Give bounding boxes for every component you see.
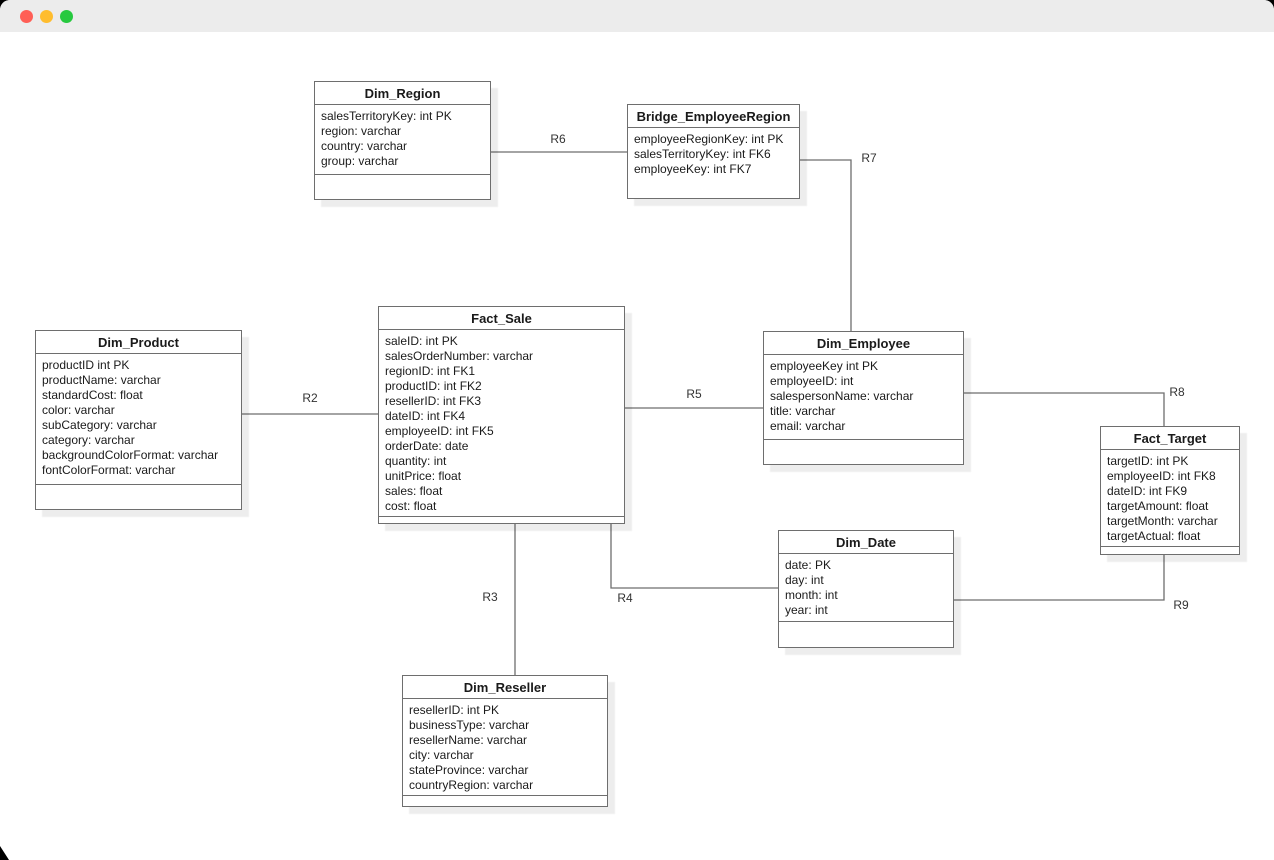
entity-fields: salesTerritoryKey: int PK region: varcha… [315,105,490,174]
field-row: productID: int FK2 [385,379,482,393]
entity-title[interactable]: Dim_Employee [764,332,963,355]
field-row: businessType: varchar [409,718,530,732]
field-row: employeeKey int PK [770,359,879,373]
field-row: employeeID: int FK5 [385,424,494,438]
field-row: date: PK [785,558,832,572]
field-row: resellerName: varchar [409,733,528,747]
entity-fields: productID int PK productName: varchar st… [36,354,241,484]
field-row: resellerID: int FK3 [385,394,482,408]
mouse-cursor-icon [0,846,9,860]
field-row: city: varchar [409,748,474,762]
relationship-label-r5[interactable]: R5 [686,387,702,401]
entity-title[interactable]: Fact_Target [1101,427,1239,450]
field-row: subCategory: varchar [42,418,157,432]
connector-r9[interactable] [954,555,1165,601]
entity-title[interactable]: Dim_Region [315,82,490,105]
field-row: countryRegion: varchar [409,778,534,792]
entity-footer [403,795,607,806]
entity-bridge-employee-region[interactable]: Bridge_EmployeeRegion employeeRegionKey:… [627,104,800,199]
field-row: unitPrice: float [385,469,462,483]
relationship-label-r2[interactable]: R2 [302,391,318,405]
field-row: salespersonName: varchar [770,389,914,403]
relationship-label-r6[interactable]: R6 [550,132,566,146]
field-row: employeeID: int FK8 [1107,469,1216,483]
entity-dim-region[interactable]: Dim_Region salesTerritoryKey: int PK reg… [314,81,491,200]
field-row: employeeKey: int FK7 [634,162,752,176]
relationship-label-r3[interactable]: R3 [482,590,498,604]
connector-r8[interactable] [964,392,1165,426]
entity-footer [379,516,624,523]
field-row: regionID: int FK1 [385,364,476,378]
entity-dim-employee[interactable]: Dim_Employee employeeKey int PK employee… [763,331,964,465]
field-row: productID int PK [42,358,130,372]
field-row: salesTerritoryKey: int PK [321,109,452,123]
field-row: employeeID: int [770,374,854,388]
field-row: salesOrderNumber: varchar [385,349,534,363]
field-row: targetActual: float [1107,529,1201,543]
entity-dim-reseller[interactable]: Dim_Reseller resellerID: int PK business… [402,675,608,807]
entity-footer [779,621,953,647]
field-row: email: varchar [770,419,846,433]
relationship-label-r8[interactable]: R8 [1169,385,1185,399]
field-row: year: int [785,603,828,617]
field-row: quantity: int [385,454,447,468]
entity-footer [764,439,963,464]
entity-fields: targetID: int PK employeeID: int FK8 dat… [1101,450,1239,546]
relationship-label-r7[interactable]: R7 [861,151,877,165]
field-row: region: varchar [321,124,402,138]
field-row: dateID: int FK9 [1107,484,1188,498]
entity-fact-target[interactable]: Fact_Target targetID: int PK employeeID:… [1100,426,1240,555]
field-row: targetAmount: float [1107,499,1209,513]
field-row: cost: float [385,499,437,513]
window-titlebar [0,0,1274,32]
connector-r4[interactable] [610,524,778,589]
field-row: month: int [785,588,838,602]
field-row: title: varchar [770,404,836,418]
entity-footer [1101,546,1239,554]
field-row: country: varchar [321,139,408,153]
close-button[interactable] [20,9,33,23]
field-row: salesTerritoryKey: int FK6 [634,147,771,161]
entity-fields: saleID: int PK salesOrderNumber: varchar… [379,330,624,516]
field-row: fontColorFormat: varchar [42,463,176,477]
entity-title[interactable]: Dim_Product [36,331,241,354]
entity-fact-sale[interactable]: Fact_Sale saleID: int PK salesOrderNumbe… [378,306,625,524]
field-row: employeeRegionKey: int PK [634,132,784,146]
field-row: targetMonth: varchar [1107,514,1218,528]
entity-footer [36,484,241,509]
entity-fields: resellerID: int PK businessType: varchar… [403,699,607,795]
entity-title[interactable]: Bridge_EmployeeRegion [628,105,799,128]
field-row: sales: float [385,484,443,498]
entity-footer [315,174,490,199]
field-row: standardCost: float [42,388,143,402]
field-row: saleID: int PK [385,334,458,348]
entity-dim-product[interactable]: Dim_Product productID int PK productName… [35,330,242,510]
entity-title[interactable]: Dim_Date [779,531,953,554]
field-row: productName: varchar [42,373,161,387]
field-row: targetID: int PK [1107,454,1189,468]
field-row: category: varchar [42,433,135,447]
field-row: dateID: int FK4 [385,409,466,423]
entity-fields: employeeKey int PK employeeID: int sales… [764,355,963,439]
entity-fields: date: PK day: int month: int year: int [779,554,953,621]
field-row: day: int [785,573,824,587]
field-row: group: varchar [321,154,399,168]
minimize-button[interactable] [40,9,53,23]
entity-title[interactable]: Dim_Reseller [403,676,607,699]
connector-r7[interactable] [800,159,852,331]
entity-title[interactable]: Fact_Sale [379,307,624,330]
relationship-label-r4[interactable]: R4 [617,591,633,605]
field-row: backgroundColorFormat: varchar [42,448,219,462]
field-row: stateProvince: varchar [409,763,529,777]
relationship-label-r9[interactable]: R9 [1173,598,1189,612]
field-row: orderDate: date [385,439,469,453]
entity-fields: employeeRegionKey: int PK salesTerritory… [628,128,799,198]
field-row: resellerID: int PK [409,703,500,717]
entity-dim-date[interactable]: Dim_Date date: PK day: int month: int ye… [778,530,954,648]
zoom-button[interactable] [60,9,73,23]
field-row: color: varchar [42,403,115,417]
